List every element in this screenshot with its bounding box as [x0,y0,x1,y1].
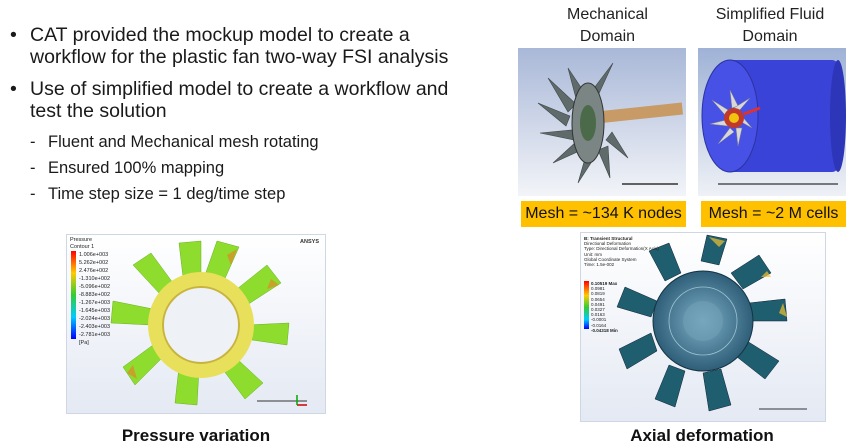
axial-legend-value: -0.04318 Min [591,327,618,333]
pressure-legend-value: -1.645e+003 [79,308,111,314]
axial-header-line: Time: 1.5e-002 [584,262,615,268]
sub-bullet-item: Fluent and Mechanical mesh rotating [10,132,450,152]
pressure-legend-value: -1.267e+003 [79,300,111,306]
pressure-contour-image: Pressure Contour 1 1.006e+003 5.262e+002… [66,234,326,414]
axial-legend-value: 0.0491 [591,301,605,307]
mechanical-mesh-badge: Mesh = ~134 K nodes [521,201,686,227]
axial-header: B: Transient Structural Directional Defo… [584,236,659,267]
pressure-legend-value: 2.476e+002 [79,268,109,274]
axial-legend-value: 0.0327 [591,307,605,313]
fluid-mesh-badge: Mesh = ~2 M cells [701,201,846,227]
pressure-legend-value: -2.781e+003 [79,332,111,338]
pressure-legend-value: -2.403e+003 [79,324,111,330]
fluid-domain-graphic [698,48,846,196]
mechanical-domain-image [518,48,686,196]
fluid-domain-image [698,48,846,196]
axial-legend-value: 0.10519 Max [591,281,618,286]
axial-legend-value: 0.0819 [591,291,605,297]
axial-legend-value: -0.0001 [591,317,607,323]
mechanical-domain-title: Mechanical Domain [567,6,648,45]
axial-legend-values: 0.10519 Max 0.0981 0.0819 0.0654 0.0491 … [591,281,618,333]
axial-header-line: B: Transient Structural [584,236,633,241]
bullet-item: CAT provided the mockup model to create … [10,24,450,68]
axial-legend-value: -0.0164 [591,322,607,328]
mechanical-fan-graphic [518,48,686,196]
axial-fan-graphic [581,233,825,421]
pressure-legend-value: 1.006e+003 [79,252,109,258]
axial-deformation-image: B: Transient Structural Directional Defo… [580,232,826,422]
sub-bullet-item: Time step size = 1 deg/time step [10,184,450,204]
pressure-legend-subtitle: Contour 1 [70,243,95,250]
axial-legend-value: 0.0981 [591,286,605,292]
ansys-logo: ANSYS [300,239,319,245]
pressure-legend-value: -1.310e+002 [79,276,111,282]
axial-legend-value: 0.0163 [591,312,605,318]
pressure-legend-value: -8.883e+002 [79,292,111,298]
bullet-item: Use of simplified model to create a work… [10,78,450,122]
axial-legend-value: 0.0654 [591,296,605,302]
axial-header-line: Directional Deformation [584,241,632,247]
axial-caption: Axial deformation [630,426,774,445]
axial-header-line: Unit: mm [584,251,602,257]
bullet-list: CAT provided the mockup model to create … [10,24,450,210]
fluid-domain-title: Simplified Fluid Domain [715,6,825,45]
sub-bullet-item: Ensured 100% mapping [10,158,450,178]
pressure-legend-title: Pressure [70,237,93,243]
pressure-fan-graphic [67,235,325,413]
pressure-legend-values: 1.006e+003 5.262e+002 2.476e+002 -1.310e… [79,251,110,347]
pressure-legend: Pressure Contour 1 [70,237,94,250]
pressure-legend-value: -5.096e+002 [79,284,111,290]
pressure-caption: Pressure variation [121,426,271,445]
pressure-unit: [Pa] [79,340,89,346]
axial-header-line: Global Coordinate System [584,256,637,262]
pressure-legend-value: -2.024e+003 [79,316,111,322]
pressure-legend-value: 5.262e+002 [79,260,109,266]
axial-header-line: Type: Directional Deformation(X Axis) [584,246,659,252]
